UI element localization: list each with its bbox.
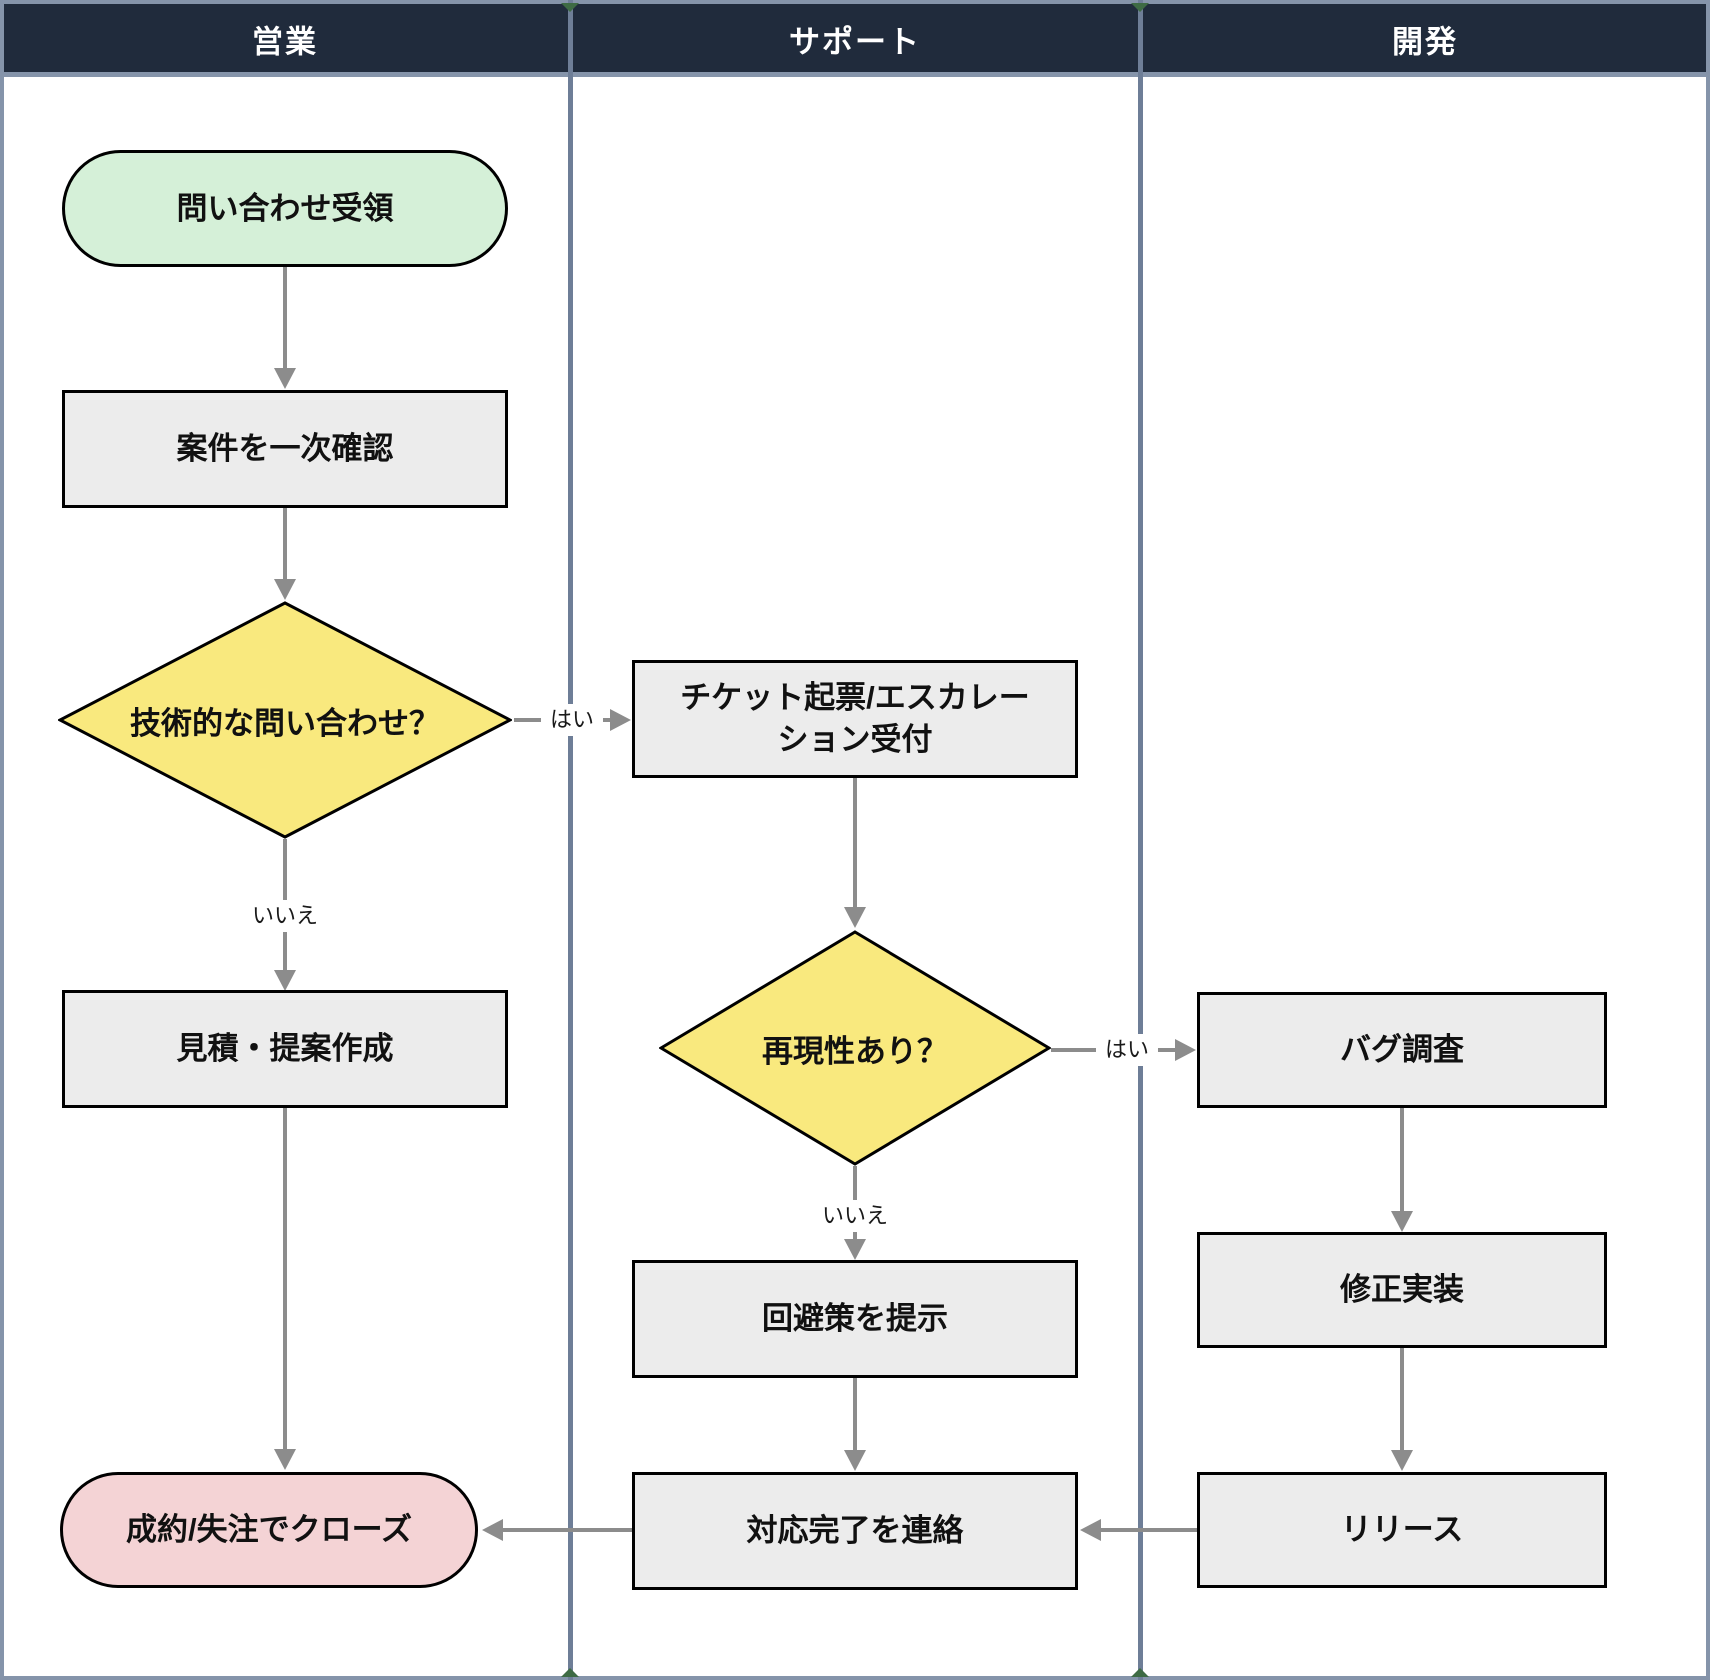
node-reproducible-decision: 再現性あり？ [659, 930, 1051, 1166]
edge-label-no: いいえ [242, 900, 328, 932]
node-notify: 対応完了を連絡 [632, 1472, 1078, 1590]
arrowhead-icon [844, 1450, 866, 1471]
edge-label-yes: はい [1095, 1034, 1159, 1066]
frame-right [1706, 0, 1710, 1680]
header-underline [0, 72, 1710, 77]
arrowhead-icon [274, 970, 296, 991]
arrowhead-icon [274, 579, 296, 600]
edge-workaround-notify [853, 1378, 857, 1453]
node-quote: 見積・提案作成 [62, 990, 508, 1108]
arrowhead-icon [274, 1449, 296, 1470]
decision-label: 技術的な問い合わせ？ [130, 705, 440, 741]
arrowhead-icon [1080, 1519, 1101, 1541]
diamond-shape-icon [659, 930, 1051, 1166]
decision-label: 再現性あり？ [762, 1033, 948, 1069]
node-workaround: 回避策を提示 [632, 1260, 1078, 1378]
divider-tick-icon [1131, 3, 1149, 12]
node-triage: 案件を一次確認 [62, 390, 508, 508]
node-ticket: チケット起票/エスカレー ション受付 [632, 660, 1078, 778]
frame-top [0, 0, 1710, 4]
arrowhead-icon [610, 709, 631, 731]
edge-start-triage [283, 267, 287, 370]
arrowhead-icon [482, 1519, 503, 1541]
arrowhead-icon [1391, 1450, 1413, 1471]
lane-header-support: サポート [789, 24, 921, 60]
divider-tick-icon [561, 1668, 579, 1677]
arrowhead-icon [274, 368, 296, 389]
edge-label-no: いいえ [812, 1200, 898, 1232]
edge-quote-close [283, 1108, 287, 1451]
lane-divider-1 [568, 0, 573, 1680]
arrowhead-icon [1175, 1039, 1196, 1061]
edge-triage-decision [283, 508, 287, 581]
node-release: リリース [1197, 1472, 1607, 1588]
node-fix: 修正実装 [1197, 1232, 1607, 1348]
divider-tick-icon [561, 3, 579, 12]
frame-bottom [0, 1676, 1710, 1680]
arrowhead-icon [844, 907, 866, 928]
node-bug-investigation: バグ調査 [1197, 992, 1607, 1108]
lane-header-bar [0, 0, 1710, 74]
edge-ticket-reproducible [853, 778, 857, 909]
edge-fix-release [1400, 1348, 1404, 1453]
edge-bug-fix [1400, 1108, 1404, 1213]
diamond-shape-icon [58, 601, 512, 839]
edge-label-yes: はい [540, 704, 604, 736]
arrowhead-icon [844, 1239, 866, 1260]
lane-divider-2 [1138, 0, 1143, 1680]
divider-tick-icon [1131, 1668, 1149, 1677]
frame-left [0, 0, 4, 1680]
lane-header-dev: 開発 [1392, 24, 1458, 60]
node-close: 成約/失注でクローズ [60, 1472, 478, 1588]
edge-release-notify [1100, 1528, 1197, 1532]
node-start: 問い合わせ受領 [62, 150, 508, 267]
arrowhead-icon [1391, 1211, 1413, 1232]
edge-notify-close [502, 1528, 632, 1532]
node-is-technical-decision: 技術的な問い合わせ？ [58, 601, 512, 839]
lane-header-sales: 営業 [252, 24, 318, 60]
